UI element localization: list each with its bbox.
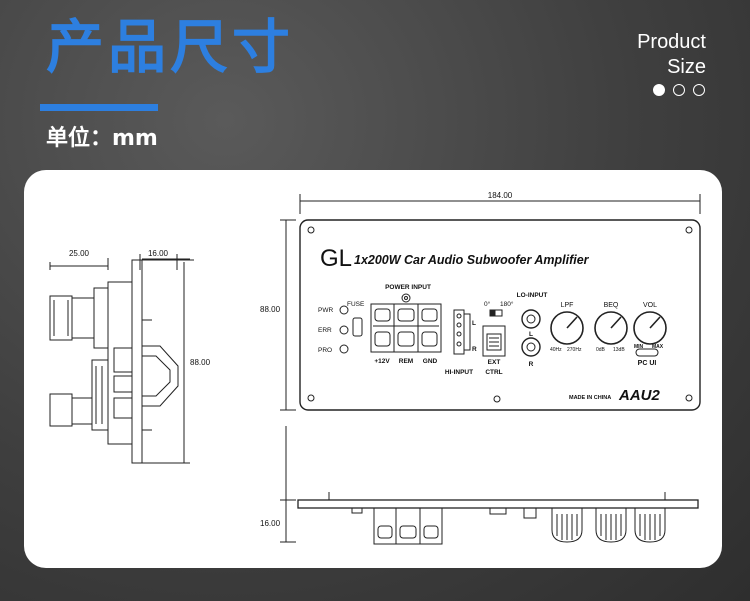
dim-side-plate: 16.00: [148, 249, 169, 258]
front-view: [280, 194, 701, 411]
label-pc-ui: PC UI: [638, 360, 657, 367]
title-underline: [40, 104, 158, 111]
label-lpf-min: 40Hz: [550, 347, 562, 353]
drawing-texts: 25.00 16.00 88.00 184.00 88.00 16.00 GL …: [69, 191, 664, 528]
label-pwr: PWR: [318, 307, 333, 314]
label-pro: PRO: [318, 347, 332, 354]
pagination-dot-3[interactable]: [693, 84, 705, 96]
brand-logo: GL: [320, 245, 352, 272]
pagination-dots: [653, 84, 705, 96]
label-ctrl: CTRL: [485, 369, 502, 376]
label-vol-max: MAX: [652, 344, 664, 350]
label-lo-input: LO-INPUT: [517, 292, 548, 299]
dim-side-height: 88.00: [190, 358, 211, 367]
product-size-line1: Product: [637, 31, 706, 53]
dimension-drawing: 25.00 16.00 88.00 184.00 88.00 16.00 GL …: [49, 191, 701, 545]
dim-front-height: 88.00: [260, 305, 281, 314]
dim-bottom-height: 16.00: [260, 519, 281, 528]
label-lpf-max: 270Hz: [567, 347, 582, 353]
bottom-view: [280, 426, 699, 545]
drawing-panel: 25.00 16.00 88.00 184.00 88.00 16.00 GL …: [24, 170, 722, 568]
side-view: [49, 254, 194, 464]
label-hi-input: HI-INPUT: [445, 369, 473, 376]
label-made-in: MADE IN CHINA: [569, 395, 611, 401]
label-lpf: LPF: [561, 302, 574, 309]
label-ext: EXT: [488, 359, 501, 366]
label-err: ERR: [318, 327, 332, 334]
label-12v: +12V: [374, 358, 390, 365]
label-phase-180: 180°: [500, 300, 514, 308]
product-name: 1x200W Car Audio Subwoofer Amplifier: [354, 253, 590, 267]
label-beq-max: 13dB: [613, 347, 625, 353]
dim-side-depth: 25.00: [69, 249, 90, 258]
label-vol: VOL: [643, 302, 657, 309]
label-gnd: GND: [423, 358, 438, 365]
pagination-dot-1[interactable]: [653, 84, 665, 96]
unit-label: 单位：mm: [46, 126, 158, 151]
label-vol-min: MIN: [634, 344, 644, 350]
label-power-input: POWER INPUT: [385, 284, 431, 291]
label-lo-r: R: [529, 361, 534, 368]
label-phase-0: 0°: [484, 300, 491, 308]
model-name: AAU2: [618, 387, 660, 404]
product-size-line2: Size: [667, 56, 706, 78]
page-title: 产品尺寸: [46, 13, 295, 81]
label-beq-min: 0dB: [596, 347, 606, 353]
product-size-label: Product Size: [637, 30, 706, 80]
pagination-dot-2[interactable]: [673, 84, 685, 96]
label-hi-l: L: [472, 320, 476, 327]
dim-front-width: 184.00: [488, 191, 513, 200]
label-hi-r: R: [472, 346, 477, 353]
label-lo-l: L: [529, 331, 533, 338]
label-beq: BEQ: [604, 302, 619, 309]
label-rem: REM: [399, 358, 413, 365]
label-fuse: FUSE: [347, 301, 365, 308]
